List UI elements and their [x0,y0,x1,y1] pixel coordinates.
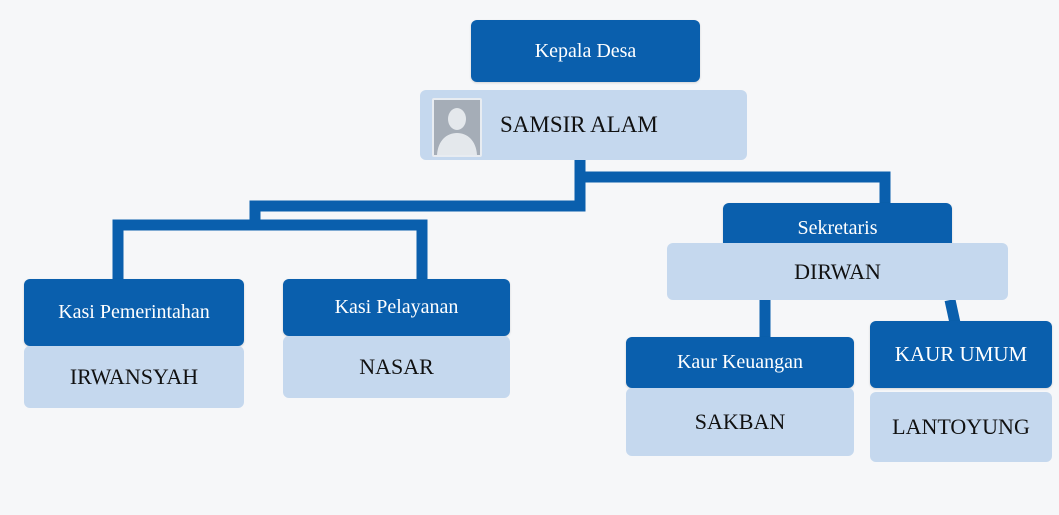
kasi-pelayanan-name: NASAR [359,354,434,379]
kaur-keuangan-name-box: SAKBAN [626,388,854,456]
kaur-keuangan-name: SAKBAN [694,409,786,434]
sekretaris-name-box: DIRWAN [667,243,1008,300]
kaur-umum-title-label: KAUR UMUM [894,342,1028,366]
kaur-keuangan-title-label: Kaur Keuangan [676,351,804,373]
connector-sekretaris-to-kaur-umum [944,298,961,325]
connector-kepala-to-kasi [249,177,586,225]
kasi-pemerintahan-name-box: IRWANSYAH [24,346,244,408]
kasi-pelayanan-title: Kasi Pelayanan [283,279,510,336]
kepala-desa-title-label: Kepala Desa [534,39,637,62]
kasi-pemerintahan-name: IRWANSYAH [69,364,199,389]
sekretaris-title-label: Sekretaris [797,216,878,239]
kepala-desa-title: Kepala Desa [471,20,700,82]
person-silhouette-icon [432,98,482,157]
kaur-umum-title: KAUR UMUM [870,321,1052,388]
kaur-keuangan-title: Kaur Keuangan [626,337,854,388]
kasi-pelayanan-title-label: Kasi Pelayanan [334,296,459,318]
kaur-umum-name-box: LANTOYUNG [870,392,1052,462]
connector-kasi-pemerintahan [112,219,255,283]
kasi-pemerintahan-title-label: Kasi Pemerintahan [58,301,210,323]
kasi-pelayanan-name-box: NASAR [283,336,510,398]
connector-kasi-pelayanan [255,219,428,283]
sekretaris-name: DIRWAN [794,258,881,284]
kasi-pemerintahan-title: Kasi Pemerintahan [24,279,244,346]
connector-kepala-to-sekretaris [574,160,891,205]
kepala-desa-name-box: SAMSIR ALAM [420,90,747,160]
kaur-umum-name: LANTOYUNG [892,414,1030,439]
kepala-desa-name: SAMSIR ALAM [500,112,658,137]
